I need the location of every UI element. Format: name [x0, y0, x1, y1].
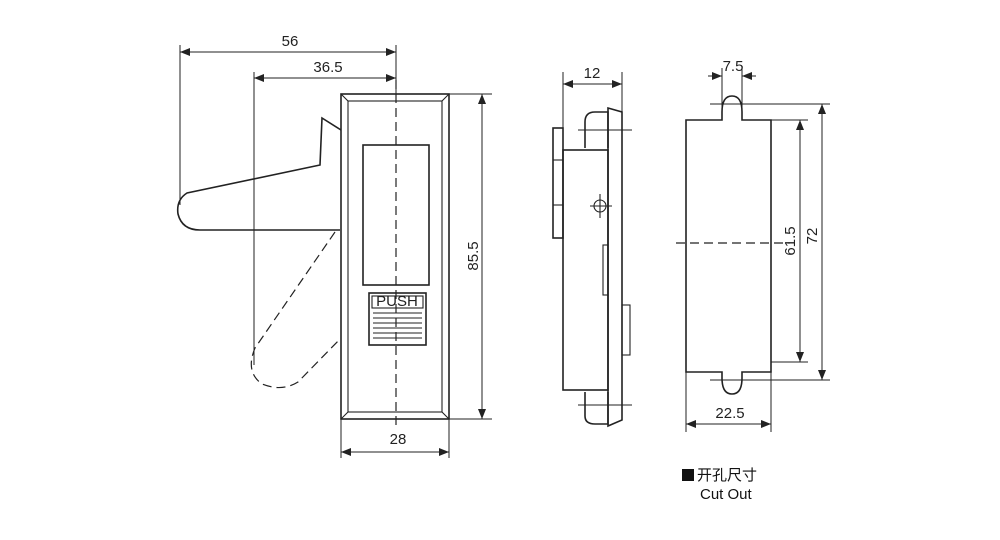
push-label: PUSH	[376, 293, 418, 310]
side-push-button	[621, 304, 631, 356]
dim-label-61-5: 61.5	[782, 226, 799, 255]
front-body-outer	[340, 93, 450, 420]
dim-label-28: 28	[390, 431, 407, 448]
cutout-view: 7.5 61.5 72 22.5	[676, 58, 830, 432]
caption-english: Cut Out	[700, 486, 752, 503]
caption-square-icon	[682, 469, 694, 481]
side-bottom-screw	[584, 392, 609, 425]
dim-label-12: 12	[584, 65, 601, 82]
front-body-inner	[347, 100, 443, 413]
dim-label-85-5: 85.5	[465, 241, 482, 270]
cutout-outline	[685, 95, 772, 395]
handle-open	[176, 116, 342, 231]
dim-label-56: 56	[282, 33, 299, 50]
side-top-screw	[584, 111, 609, 148]
handle-swung	[250, 231, 342, 389]
side-view: 12	[552, 65, 632, 428]
caption-chinese: 开孔尺寸	[697, 466, 758, 484]
push-button	[368, 292, 427, 346]
dim-label-36-5: 36.5	[313, 59, 342, 76]
dim-label-7-5: 7.5	[723, 58, 744, 75]
side-back-bracket	[552, 127, 564, 239]
dim-label-22-5: 22.5	[715, 405, 744, 422]
front-view: PUSH 56 36.5	[176, 33, 492, 458]
cutout-caption: 开孔尺寸	[682, 464, 757, 485]
push-button-ribs	[373, 312, 422, 339]
side-body	[562, 149, 609, 391]
side-front-plate	[607, 106, 623, 428]
dim-label-72: 72	[804, 228, 821, 245]
